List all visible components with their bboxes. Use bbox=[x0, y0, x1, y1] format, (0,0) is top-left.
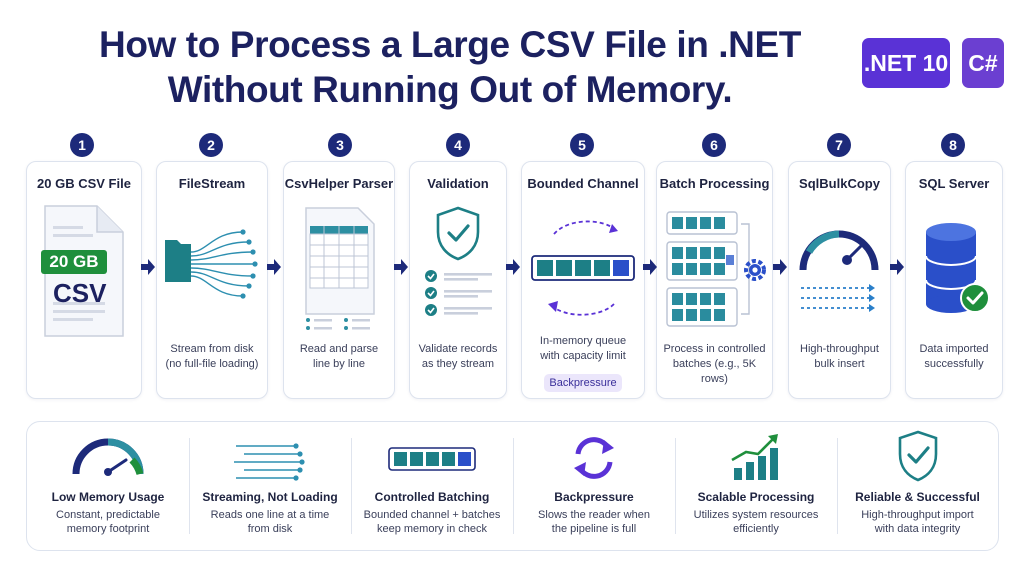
growth-chart-icon bbox=[731, 434, 778, 480]
benefit-title: Streaming, Not Loading bbox=[202, 490, 338, 504]
arrow-right-icon bbox=[506, 259, 520, 275]
divider bbox=[351, 438, 352, 534]
step-title: 20 GB CSV File bbox=[37, 176, 131, 191]
queue-icon bbox=[531, 220, 635, 316]
step-title: Bounded Channel bbox=[527, 176, 639, 191]
step-card-sqlbulkcopy: SqlBulkCopy High-throughput bulk insert bbox=[788, 161, 891, 399]
divider bbox=[675, 438, 676, 534]
shield-check-icon bbox=[898, 430, 938, 482]
arrow-right-icon bbox=[394, 259, 408, 275]
benefit-backpressure: Backpressure Slows the reader when the p… bbox=[513, 422, 675, 550]
file-type-label: CSV bbox=[53, 278, 107, 308]
step-description: Validate records as they stream bbox=[418, 343, 498, 370]
step-number-2: 2 bbox=[199, 133, 223, 157]
spreadsheet-icon bbox=[305, 207, 375, 330]
benefit-title: Backpressure bbox=[554, 490, 634, 504]
divider bbox=[837, 438, 838, 534]
step-number-6: 6 bbox=[702, 133, 726, 157]
benefit-description: Utilizes system resources efficiently bbox=[693, 509, 819, 535]
step-description: Read and parse line by line bbox=[299, 343, 379, 370]
benefit-low-memory: Low Memory Usage Constant, predictable m… bbox=[27, 422, 189, 550]
benefit-description: Bounded channel + batches keep memory in… bbox=[363, 509, 501, 535]
step-description: In-memory queue with capacity limit bbox=[539, 335, 627, 362]
step-description: Stream from disk (no full-file loading) bbox=[165, 343, 259, 370]
step-description: Data imported successfully bbox=[919, 343, 989, 370]
step-number-1: 1 bbox=[70, 133, 94, 157]
step-card-bounded-channel: Bounded Channel In-memory queue with cap… bbox=[521, 161, 645, 399]
benefit-title: Low Memory Usage bbox=[51, 490, 165, 504]
benefit-description: Constant, predictable memory footprint bbox=[56, 509, 160, 535]
step-description: High-throughput bulk insert bbox=[800, 343, 879, 370]
step-card-batch-processing: Batch Processing Process in controlled b… bbox=[656, 161, 773, 399]
step-title: FileStream bbox=[178, 176, 246, 191]
step-card-filestream: FileStream Stream from disk (no full-fil… bbox=[156, 161, 268, 399]
file-size-label: 20 GB bbox=[41, 250, 107, 274]
benefit-title: Reliable & Successful bbox=[855, 490, 980, 504]
database-check-icon bbox=[925, 223, 990, 313]
batch-blocks-icon bbox=[388, 447, 476, 471]
step-title: SQL Server bbox=[918, 176, 990, 191]
benefit-reliable: Reliable & Successful High-throughput im… bbox=[837, 422, 998, 550]
step-card-validation: Validation Validate records as they stre… bbox=[409, 161, 507, 399]
shield-check-icon bbox=[425, 206, 492, 316]
step-title: Batch Processing bbox=[659, 176, 770, 191]
step-card-csv-file: 20 GB CSV File 20 GB CSV bbox=[26, 161, 142, 399]
benefit-controlled-batching: Controlled Batching Bounded channel + ba… bbox=[351, 422, 513, 550]
step-number-5: 5 bbox=[570, 133, 594, 157]
benefit-scalable: Scalable Processing Utilizes system reso… bbox=[675, 422, 837, 550]
batch-gear-icon bbox=[666, 211, 766, 327]
step-number-8: 8 bbox=[941, 133, 965, 157]
step-number-4: 4 bbox=[446, 133, 470, 157]
cycle-arrows-icon bbox=[574, 437, 614, 479]
arrow-right-icon bbox=[773, 259, 787, 275]
title-line-2: Without Running Out of Memory. bbox=[167, 69, 733, 110]
streaming-lines-icon bbox=[234, 443, 305, 481]
csharp-badge: C# bbox=[962, 38, 1004, 88]
benefit-streaming: Streaming, Not Loading Reads one line at… bbox=[189, 422, 351, 550]
divider bbox=[189, 438, 190, 534]
benefit-description: Reads one line at a time from disk bbox=[210, 509, 330, 535]
step-description: Process in controlled batches (e.g., 5K … bbox=[663, 343, 766, 385]
step-title: CsvHelper Parser bbox=[284, 176, 394, 191]
step-title: Validation bbox=[427, 176, 489, 191]
benefit-title: Scalable Processing bbox=[697, 490, 815, 504]
arrow-right-icon bbox=[141, 259, 155, 275]
benefit-description: High-throughput import with data integri… bbox=[861, 509, 974, 535]
gauge-icon bbox=[72, 438, 144, 476]
arrow-right-icon bbox=[267, 259, 281, 275]
divider bbox=[513, 438, 514, 534]
step-card-sql-server: SQL Server Data imported successfully bbox=[905, 161, 1003, 399]
page-title: How to Process a Large CSV File in .NET … bbox=[60, 22, 840, 112]
folder-stream-icon bbox=[165, 229, 258, 299]
backpressure-pill: Backpressure bbox=[544, 374, 622, 392]
speedometer-icon bbox=[799, 230, 879, 312]
step-card-csvhelper: CsvHelper Parser Read and parse line by … bbox=[283, 161, 395, 399]
benefit-title: Controlled Batching bbox=[374, 490, 490, 504]
step-number-3: 3 bbox=[328, 133, 352, 157]
step-title: SqlBulkCopy bbox=[799, 176, 880, 191]
dotnet-badge: .NET 10 bbox=[862, 38, 950, 88]
arrow-right-icon bbox=[890, 259, 904, 275]
benefits-panel: Low Memory Usage Constant, predictable m… bbox=[26, 421, 999, 551]
benefit-description: Slows the reader when the pipeline is fu… bbox=[538, 509, 650, 535]
step-number-7: 7 bbox=[827, 133, 851, 157]
title-line-1: How to Process a Large CSV File in .NET bbox=[99, 24, 801, 65]
arrow-right-icon bbox=[643, 259, 657, 275]
